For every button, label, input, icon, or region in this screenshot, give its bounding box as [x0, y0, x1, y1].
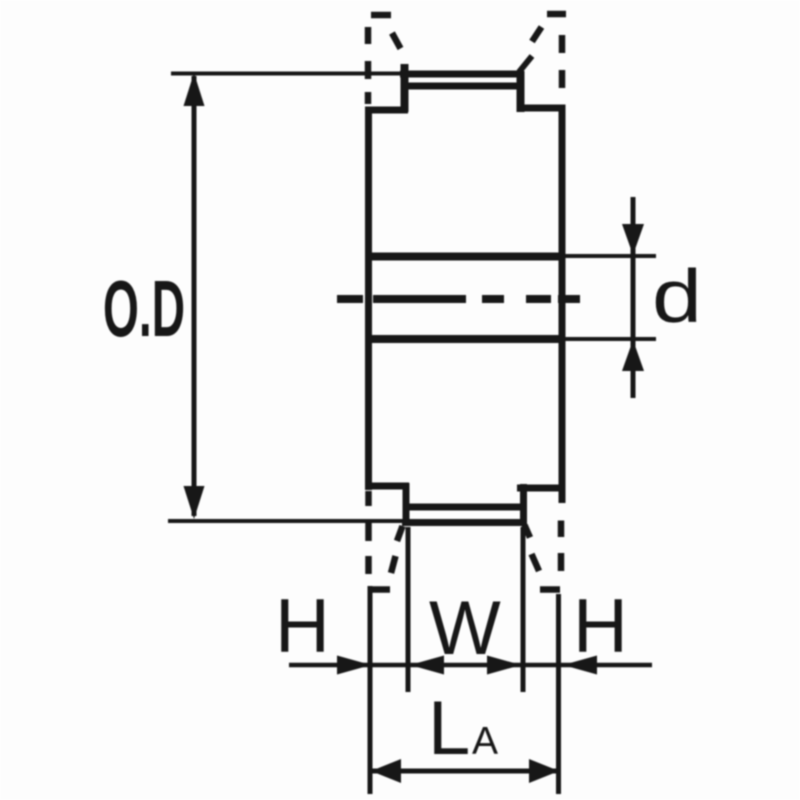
- svg-text:O.D: O.D: [103, 264, 185, 353]
- svg-text:W: W: [429, 586, 501, 671]
- svg-text:L: L: [428, 686, 470, 771]
- svg-text:d: d: [652, 254, 702, 338]
- svg-text:H: H: [275, 584, 330, 669]
- svg-text:H: H: [573, 584, 628, 669]
- svg-text:A: A: [472, 720, 498, 763]
